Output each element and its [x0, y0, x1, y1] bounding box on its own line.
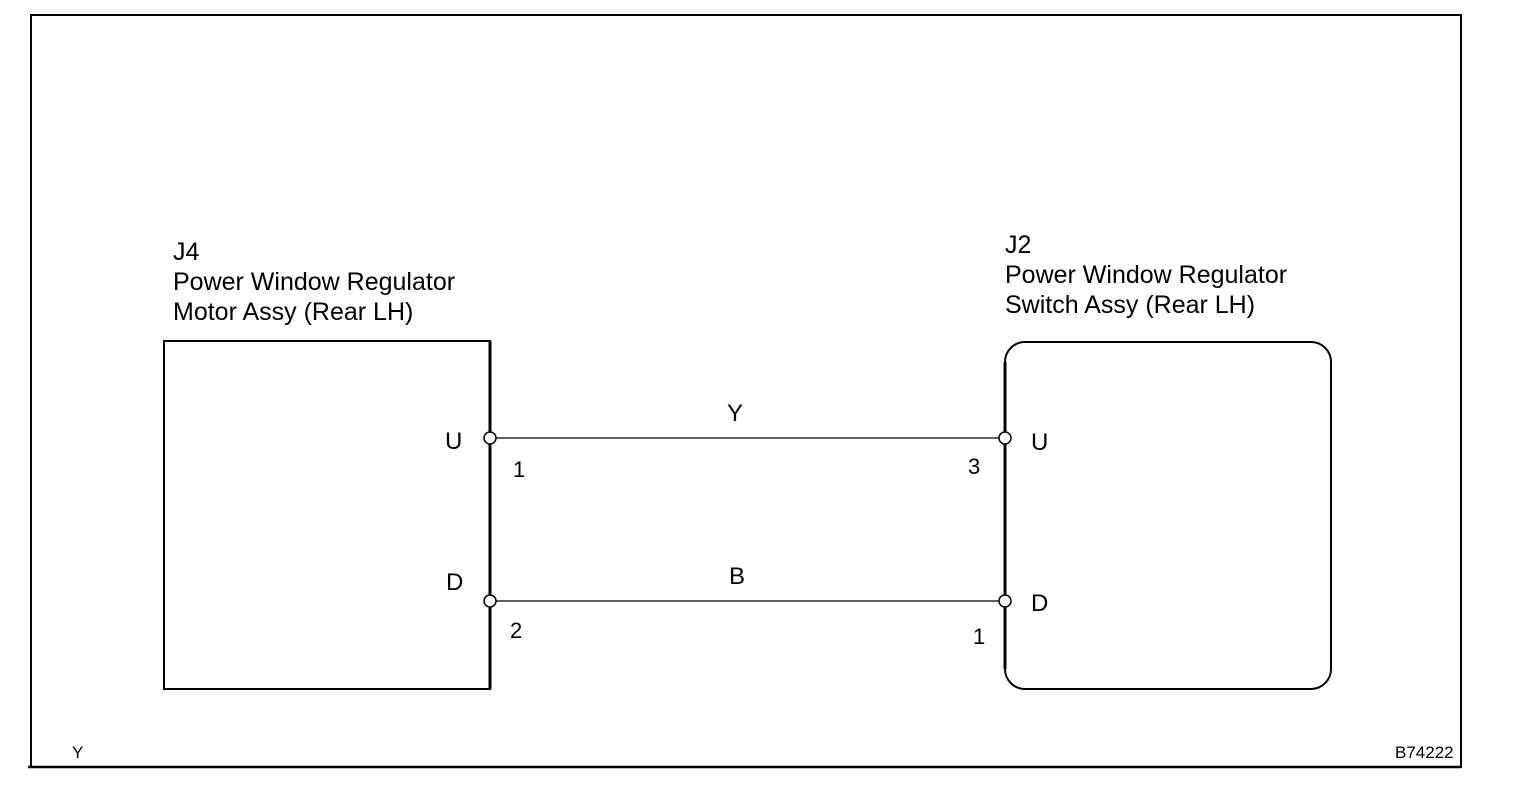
- left-pin-name-u: U: [445, 428, 463, 455]
- right-pin-name-d: D: [1031, 590, 1049, 617]
- terminal-j4-pin2: [483, 594, 497, 608]
- right-pin-number-1: 1: [973, 624, 986, 649]
- right-pin-number-3: 3: [968, 454, 981, 479]
- right-component-name-line1: Power Window Regulator: [1005, 261, 1288, 289]
- terminal-j2-pin3: [998, 431, 1012, 445]
- figure-id: B74222: [1395, 743, 1454, 762]
- right-component-name-line2: Switch Assy (Rear LH): [1005, 291, 1256, 319]
- wire-y-color-label: Y: [727, 400, 744, 427]
- diagram-frame: [30, 14, 1462, 768]
- switch-assy-box: [1004, 341, 1332, 690]
- left-component-name-line2: Motor Assy (Rear LH): [173, 298, 414, 326]
- wire-b-color-label: B: [729, 563, 746, 590]
- left-pin-name-d: D: [446, 569, 464, 596]
- right-pin-name-u: U: [1031, 429, 1049, 456]
- footer-left-mark: Y: [72, 743, 84, 762]
- left-pin-number-2: 2: [510, 618, 523, 643]
- terminal-j4-pin1: [483, 431, 497, 445]
- terminal-j2-pin1: [998, 594, 1012, 608]
- left-component-name-line1: Power Window Regulator: [173, 268, 456, 296]
- motor-assy-box: [163, 340, 491, 690]
- left-component-code: J4: [173, 238, 200, 266]
- left-pin-number-1: 1: [513, 457, 526, 482]
- right-component-code: J2: [1005, 231, 1032, 259]
